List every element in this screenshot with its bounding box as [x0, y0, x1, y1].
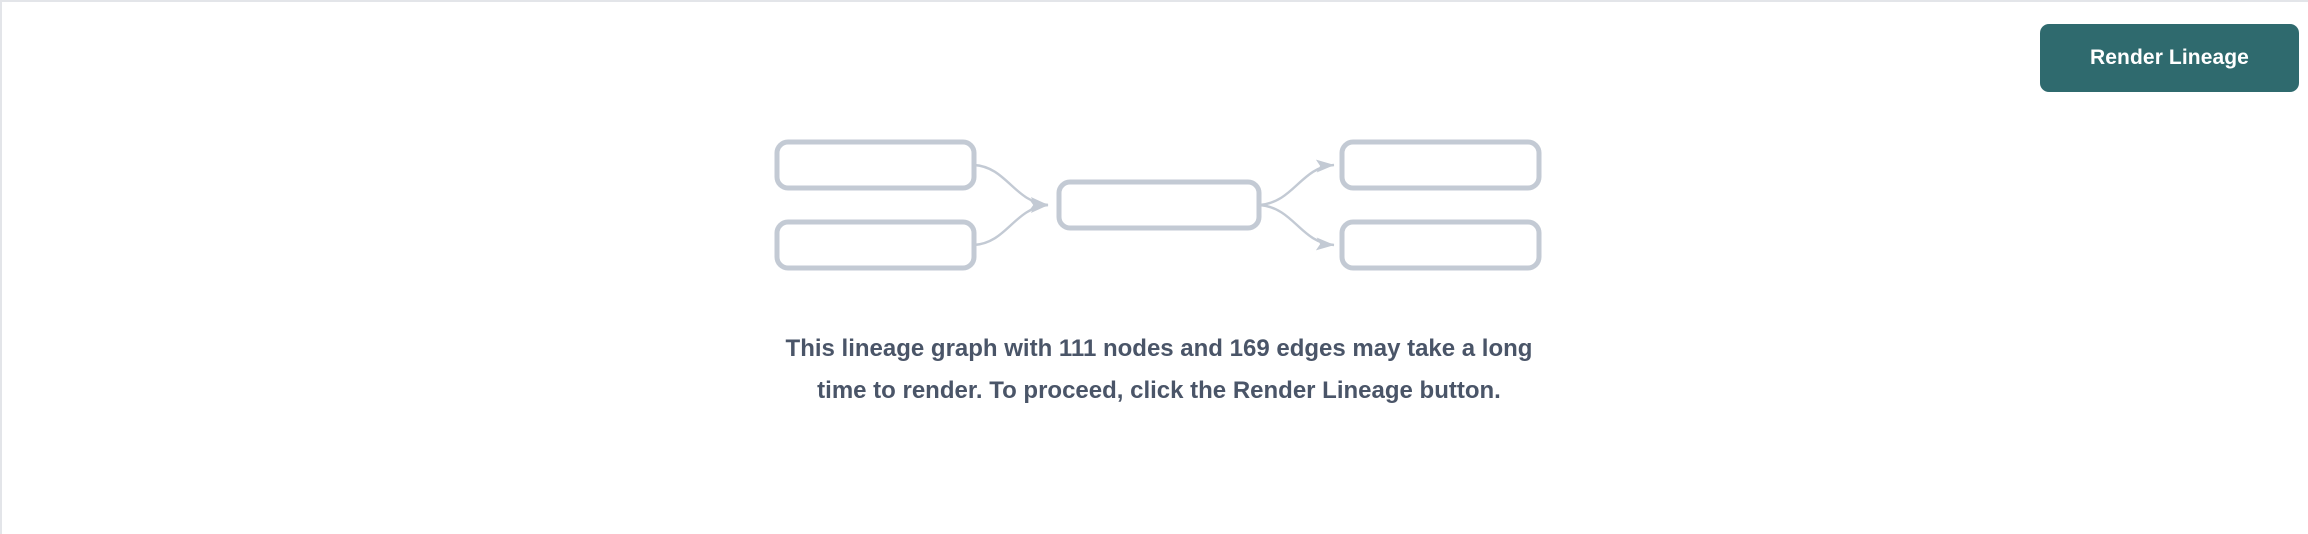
- graph-node-upstream-2: [774, 219, 977, 271]
- graph-node-downstream-2: [1339, 219, 1542, 271]
- render-lineage-button[interactable]: Render Lineage: [2040, 24, 2299, 92]
- graph-node-upstream-1: [774, 139, 977, 191]
- graph-node-center: [1056, 179, 1262, 231]
- graph-edge-upstream-2-to-center: [973, 200, 1049, 247]
- lineage-warning-message: This lineage graph with 111 nodes and 16…: [785, 335, 1533, 404]
- lineage-graph-placeholder-illustration: [774, 139, 1542, 271]
- graph-node-downstream-1: [1339, 139, 1542, 191]
- graph-edge-upstream-1-to-center: [973, 163, 1049, 210]
- graph-edge-center-to-downstream-2: [1259, 203, 1335, 251]
- graph-edge-center-to-downstream-1: [1259, 159, 1335, 207]
